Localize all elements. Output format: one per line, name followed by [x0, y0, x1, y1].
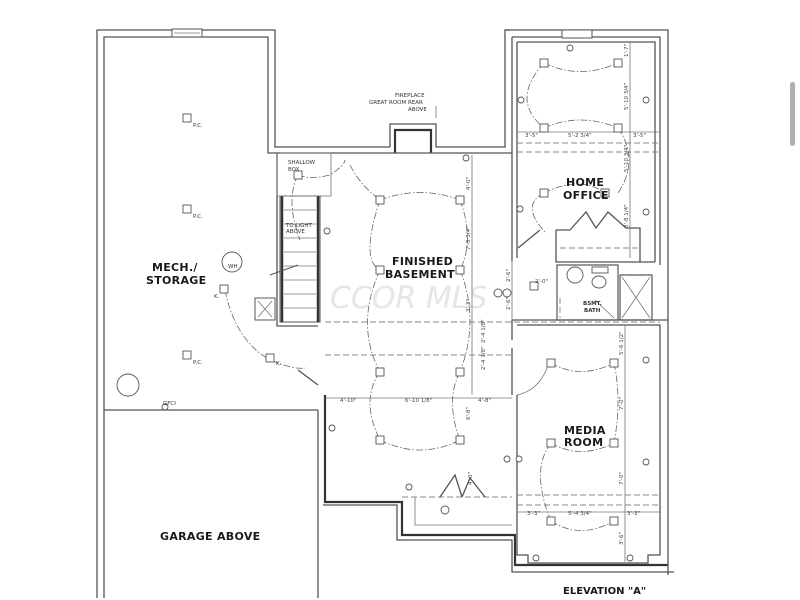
garage-above-label: GARAGE ABOVE [160, 530, 260, 543]
dim-basement-v6: 6'-8" [466, 407, 472, 420]
dim-office-top-right: 3'-5" [633, 133, 646, 139]
dim-media-v4: 3'-6" [619, 532, 625, 545]
stairs [269, 152, 332, 323]
dim-office-top-left: 3'-5" [525, 133, 538, 139]
pc-note-1: P.C. [193, 123, 203, 129]
dim-door: 4'-0" [468, 472, 474, 485]
vertical-scrollbar[interactable] [790, 82, 795, 146]
dim-media-v2: 7'-0" [619, 397, 625, 410]
dim-media-v1: 5'-6 1/2" [619, 331, 625, 355]
finished-basement-walls [276, 152, 674, 598]
fireplace-note-line1: FIREPLACE [395, 93, 425, 99]
finished-basement-label-line2: BASEMENT [385, 268, 455, 281]
bathroom-walls [556, 264, 653, 321]
dim-hall-v2: 2'-6" [506, 297, 512, 310]
media-room-walls [511, 270, 669, 575]
k-note-1: K. [214, 294, 220, 300]
vertical-dimensions: 4'-0" 7'-5 3/4" 3'-3" 2'-4 1/8" 2'-4 1/8… [466, 44, 630, 545]
dim-media-v3: 7'-0" [619, 472, 625, 485]
fireplace-bump [389, 29, 510, 153]
bsmt-bath-label-line1: BSMT. [583, 301, 602, 307]
elevation-label: ELEVATION "A" [563, 586, 646, 597]
ceiling-light-fixtures [293, 58, 623, 526]
dim-basement-v2: 7'-5 3/4" [466, 226, 472, 250]
dim-office-v1: 1'-7" [624, 44, 630, 57]
lighting-circuits [224, 62, 630, 531]
finished-basement-label-line1: FINISHED [392, 255, 453, 268]
dim-office-v2: 5'-10 3/4" [624, 83, 630, 110]
dim-office-v3: 5'-10 3/4" [624, 145, 630, 172]
bsmt-bath-label-line2: BATH [584, 308, 601, 314]
closet [414, 473, 512, 526]
dim-hall-v1: 2'-6" [506, 269, 512, 282]
home-office-label-line2: OFFICE [563, 189, 609, 202]
beam-lines [325, 142, 660, 498]
dim-office-top-mid: 5'-2 3/4" [568, 133, 592, 139]
home-office-label-line1: HOME [566, 176, 604, 189]
mech-storage-label-line2: STORAGE [146, 274, 206, 287]
dim-media-h1: 3'-3" [527, 511, 540, 517]
dim-basement-v3: 3'-3" [466, 299, 472, 312]
dim-media-h2: 5'-4 3/4" [568, 511, 592, 517]
dim-basement-v1: 4'-0" [466, 177, 472, 190]
dim-media-h3: 3'-3" [627, 511, 640, 517]
k-note-2: K. [276, 361, 282, 367]
floor-drain-box [254, 297, 276, 321]
media-room-label-line2: ROOM [564, 436, 603, 449]
dim-basement-h1: 4'-10" [340, 398, 357, 404]
dim-basement-h3: 4'-8" [478, 398, 491, 404]
dim-office-v4: 3'-8 1/4" [624, 204, 630, 228]
porcelain-fixtures [116, 113, 275, 397]
to-light-above-note-line1: TO LIGHT [285, 223, 313, 229]
shallow-box-note-line1: SHALLOW [288, 160, 316, 166]
pc-note-3: P.C. [193, 360, 203, 366]
to-light-above-note-line2: ABOVE [286, 229, 305, 235]
outlets [161, 44, 650, 562]
mech-storage-label-line1: MECH./ [152, 261, 198, 274]
dim-bath-h: 2'-0" [535, 279, 548, 285]
dim-basement-v5: 2'-4 1/8" [481, 346, 487, 370]
pc-note-2: P.C. [193, 214, 203, 220]
mech-storage-walls [96, 28, 390, 598]
dim-basement-v4: 2'-4 1/8" [481, 319, 487, 343]
fireplace-note-line2: GREAT ROOM REAR [369, 100, 423, 106]
home-office-walls [505, 29, 669, 270]
gfci-note: GFCI [163, 401, 176, 407]
water-heater-note: WH [228, 264, 238, 270]
fireplace-note-line3: ABOVE [408, 107, 427, 113]
shallow-box-note-line2: BOX [288, 167, 300, 173]
media-room-label-line1: MEDIA [564, 424, 606, 437]
dim-basement-h2: 6'-10 1/8" [405, 398, 432, 404]
watermark: CCOR MLS [330, 281, 488, 316]
